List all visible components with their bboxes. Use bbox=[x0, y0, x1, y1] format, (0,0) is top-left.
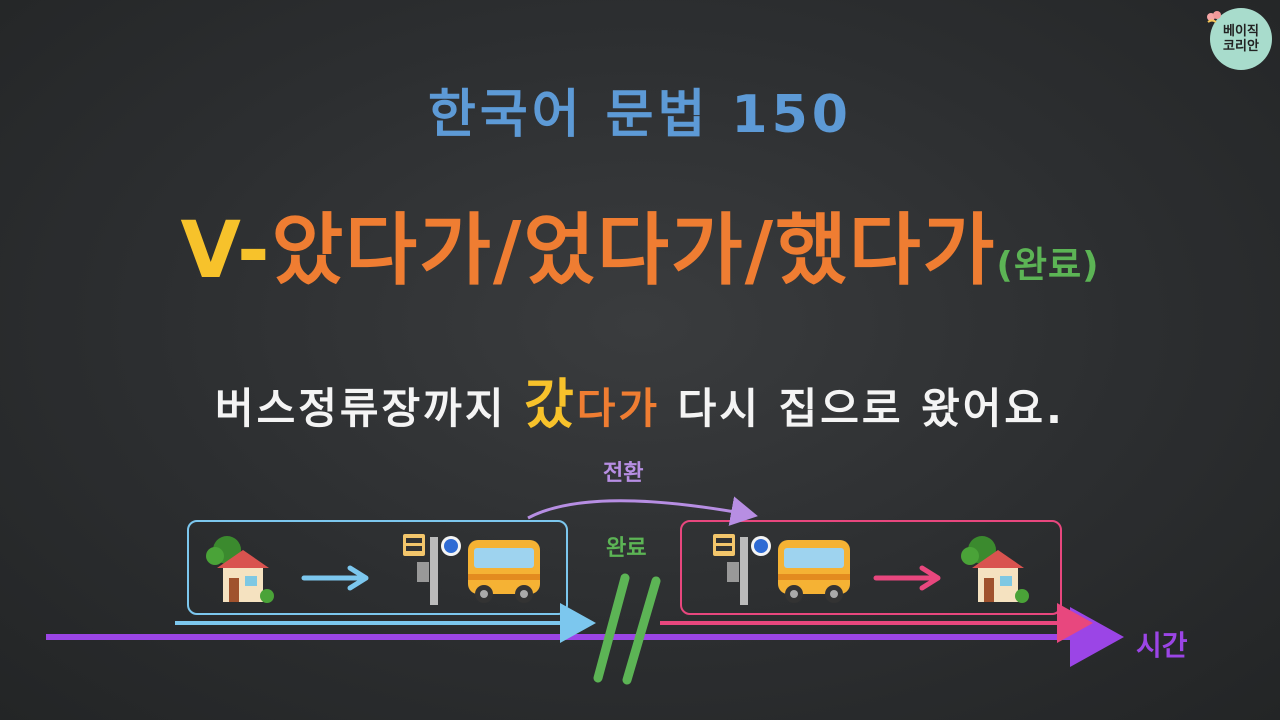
logo-badge: 베이직 코리안 bbox=[1210, 8, 1272, 70]
title-main: 았다가/었다가/했다가 bbox=[271, 206, 997, 296]
transition-label: 전환 bbox=[603, 461, 644, 486]
lesson-subtitle: 한국어 문법 150 bbox=[428, 85, 852, 145]
complete-label: 완료 bbox=[606, 536, 647, 561]
example-verb: 갔 bbox=[524, 373, 577, 436]
logo-sprout-icon bbox=[1207, 11, 1221, 23]
bus-icon bbox=[778, 540, 850, 603]
logo-line-2: 코리안 bbox=[1223, 39, 1259, 54]
bus-stop-icon bbox=[403, 534, 461, 605]
house-icon bbox=[206, 536, 274, 603]
break-mark-1 bbox=[593, 573, 630, 683]
transition-arc bbox=[527, 496, 758, 526]
break-mark-2 bbox=[622, 576, 661, 685]
first-action-box bbox=[187, 520, 568, 615]
bus-icon bbox=[468, 540, 540, 603]
arrow-icon bbox=[873, 565, 941, 591]
example-sentence: 버스정류장까지 갔다가 다시 집으로 왔어요. bbox=[0, 360, 1280, 439]
grammar-title: V-았다가/었다가/했다가(완료) bbox=[0, 188, 1280, 300]
logo-line-1: 베이직 bbox=[1223, 24, 1259, 39]
house-icon bbox=[961, 536, 1029, 603]
title-note: (완료) bbox=[996, 245, 1100, 286]
bus-stop-icon bbox=[713, 534, 771, 605]
title-prefix: V- bbox=[180, 206, 272, 296]
time-label: 시간 bbox=[1136, 629, 1188, 662]
arrow-icon bbox=[301, 565, 369, 591]
example-ending: 다가 bbox=[576, 384, 661, 433]
second-action-box bbox=[680, 520, 1062, 615]
example-before: 버스정류장까지 bbox=[214, 384, 525, 433]
example-after: 다시 집으로 왔어요. bbox=[660, 384, 1066, 433]
